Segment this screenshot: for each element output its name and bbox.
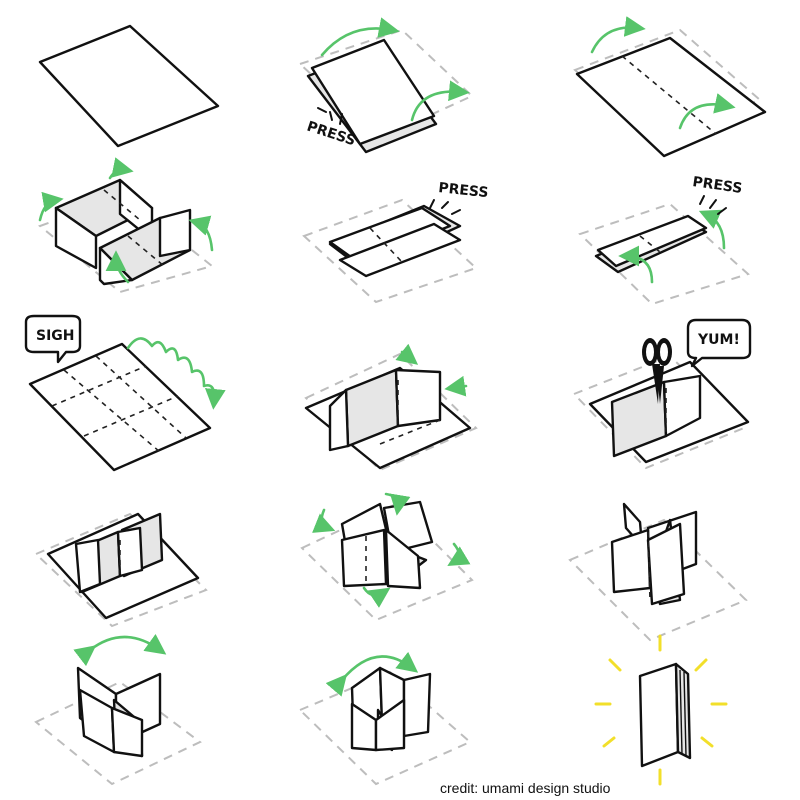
credit-text: credit: umami design studio xyxy=(440,780,611,796)
press-ticks-icon xyxy=(429,199,461,215)
fold-arrow-icon xyxy=(618,245,654,284)
fold-arrow-icon xyxy=(444,375,468,397)
step-7-unfold-all: SIGH xyxy=(24,314,226,472)
crease-line xyxy=(647,531,651,601)
speech-bubble-yum: YUM! xyxy=(686,318,752,368)
crease-line xyxy=(379,419,441,445)
fold-arrow-icon xyxy=(395,343,419,365)
crease-line xyxy=(369,227,403,263)
yum-label: YUM! xyxy=(697,332,740,348)
push-arrow-icon xyxy=(362,586,391,608)
crease-line xyxy=(127,235,165,267)
step-5-press-flat: PRESS xyxy=(302,180,490,304)
crease-line xyxy=(95,355,187,439)
push-arrow-icon xyxy=(312,508,336,533)
step-12-cross-shape xyxy=(568,502,748,642)
push-arrow-icon xyxy=(447,542,471,567)
fold-arrow-icon xyxy=(410,80,470,122)
crease-line xyxy=(83,395,179,437)
press-label: PRESS xyxy=(438,180,490,201)
fold-arrow-icon xyxy=(678,93,736,130)
step-3-unfold xyxy=(573,16,767,158)
step-8-stand-up xyxy=(304,343,478,472)
step-14-form-book xyxy=(298,651,472,786)
accordion-arrow-icon xyxy=(126,337,226,410)
fold-arrow-icon xyxy=(590,16,646,54)
wrap-arrow-icon xyxy=(325,651,419,697)
step-4-gate-fold xyxy=(38,157,215,294)
fold-arrow-icon xyxy=(698,209,726,250)
fold-arrow-icon xyxy=(320,17,400,57)
fold-arrow-icon xyxy=(105,250,130,284)
step-10-open-slit xyxy=(34,512,208,628)
crease-line xyxy=(63,369,161,453)
sigh-label: SIGH xyxy=(36,328,75,344)
fold-arrow-icon xyxy=(38,191,64,222)
step-6-fold-again: PRESS xyxy=(578,174,750,306)
step-13-wrap-pages xyxy=(34,633,202,786)
press-label: PRESS xyxy=(691,174,743,197)
step-1-flat-sheet xyxy=(38,24,220,148)
crease-line xyxy=(51,365,147,407)
step-9-cut: YUM! xyxy=(572,318,752,470)
press-ticks-icon xyxy=(317,107,343,125)
step-11-push-together xyxy=(300,492,474,622)
sparkle-icon xyxy=(594,634,728,786)
fold-arrow-icon xyxy=(188,215,214,252)
step-15-finished-booklet xyxy=(594,634,728,786)
fold-arrow-icon xyxy=(108,157,134,180)
crease-line xyxy=(621,55,717,135)
speech-bubble-sigh: SIGH xyxy=(24,314,82,364)
step-2-fold-half: PRESS xyxy=(298,17,474,154)
scissors-icon xyxy=(642,338,672,404)
wrap-arrow-icon xyxy=(73,633,167,667)
press-ticks-icon xyxy=(699,195,727,215)
crease-line xyxy=(639,235,661,253)
push-arrow-icon xyxy=(384,492,411,516)
crease-line xyxy=(103,189,141,221)
